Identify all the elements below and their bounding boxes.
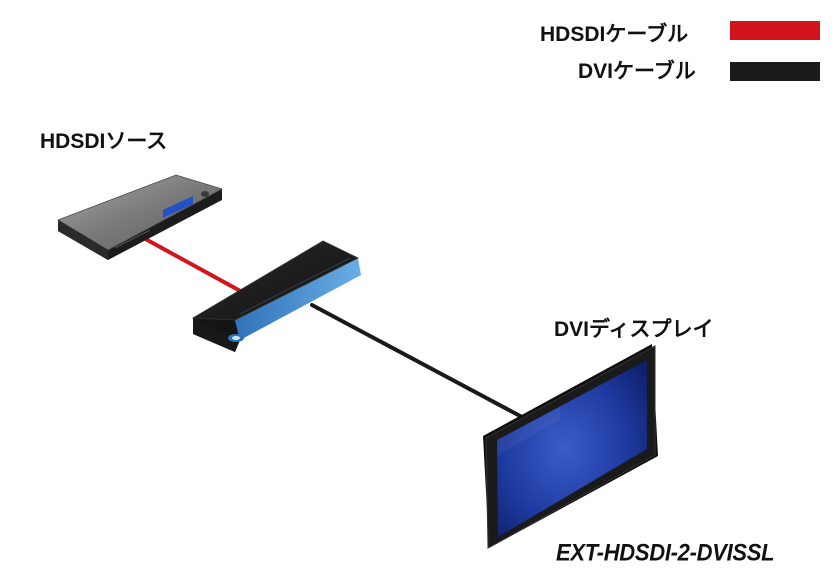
hdsdi-source-device bbox=[57, 174, 224, 260]
hdsdi-cable bbox=[138, 234, 246, 295]
extender-device bbox=[191, 240, 361, 352]
legend-label-dvi-cable: DVIケーブル bbox=[578, 60, 696, 83]
model-name: EXT-HDSDI-2-DVISSL bbox=[556, 538, 775, 567]
legend-swatch-hdsdi-cable bbox=[730, 21, 820, 40]
legend-swatch-dvi-cable bbox=[730, 62, 820, 81]
source-label: HDSDIソース bbox=[40, 130, 168, 153]
legend-label-hdsdi-cable: HDSDIケーブル bbox=[540, 23, 689, 46]
dvi-cable bbox=[310, 303, 524, 419]
display-label: DVIディスプレイ bbox=[554, 318, 714, 341]
dvi-display bbox=[483, 344, 658, 549]
